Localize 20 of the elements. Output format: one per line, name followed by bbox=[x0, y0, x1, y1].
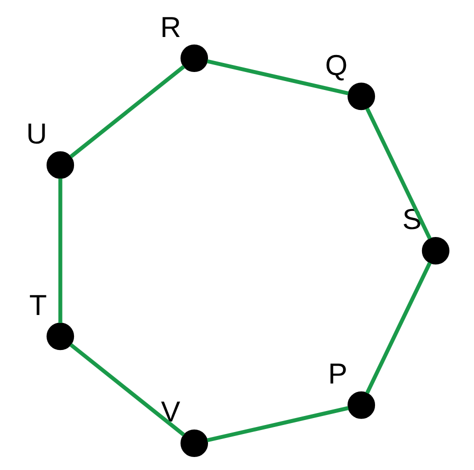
node-label: Q bbox=[324, 50, 348, 82]
node-circle bbox=[46, 322, 74, 350]
node-circle bbox=[347, 82, 375, 110]
node-circle bbox=[46, 151, 74, 179]
node-circle bbox=[180, 429, 208, 457]
connector bbox=[364, 262, 432, 394]
node-label: P bbox=[328, 358, 347, 391]
connector bbox=[206, 59, 348, 96]
node-label: T bbox=[28, 290, 46, 322]
connector bbox=[69, 343, 184, 436]
node-label: V bbox=[160, 396, 180, 429]
connector bbox=[69, 65, 185, 158]
node-circle bbox=[347, 391, 375, 419]
node-label: R bbox=[160, 12, 181, 44]
node-circle bbox=[421, 236, 449, 264]
connector bbox=[364, 108, 432, 240]
node-circle bbox=[180, 44, 208, 72]
node-label: U bbox=[26, 118, 47, 151]
connector bbox=[58, 178, 62, 323]
connector bbox=[206, 406, 348, 442]
